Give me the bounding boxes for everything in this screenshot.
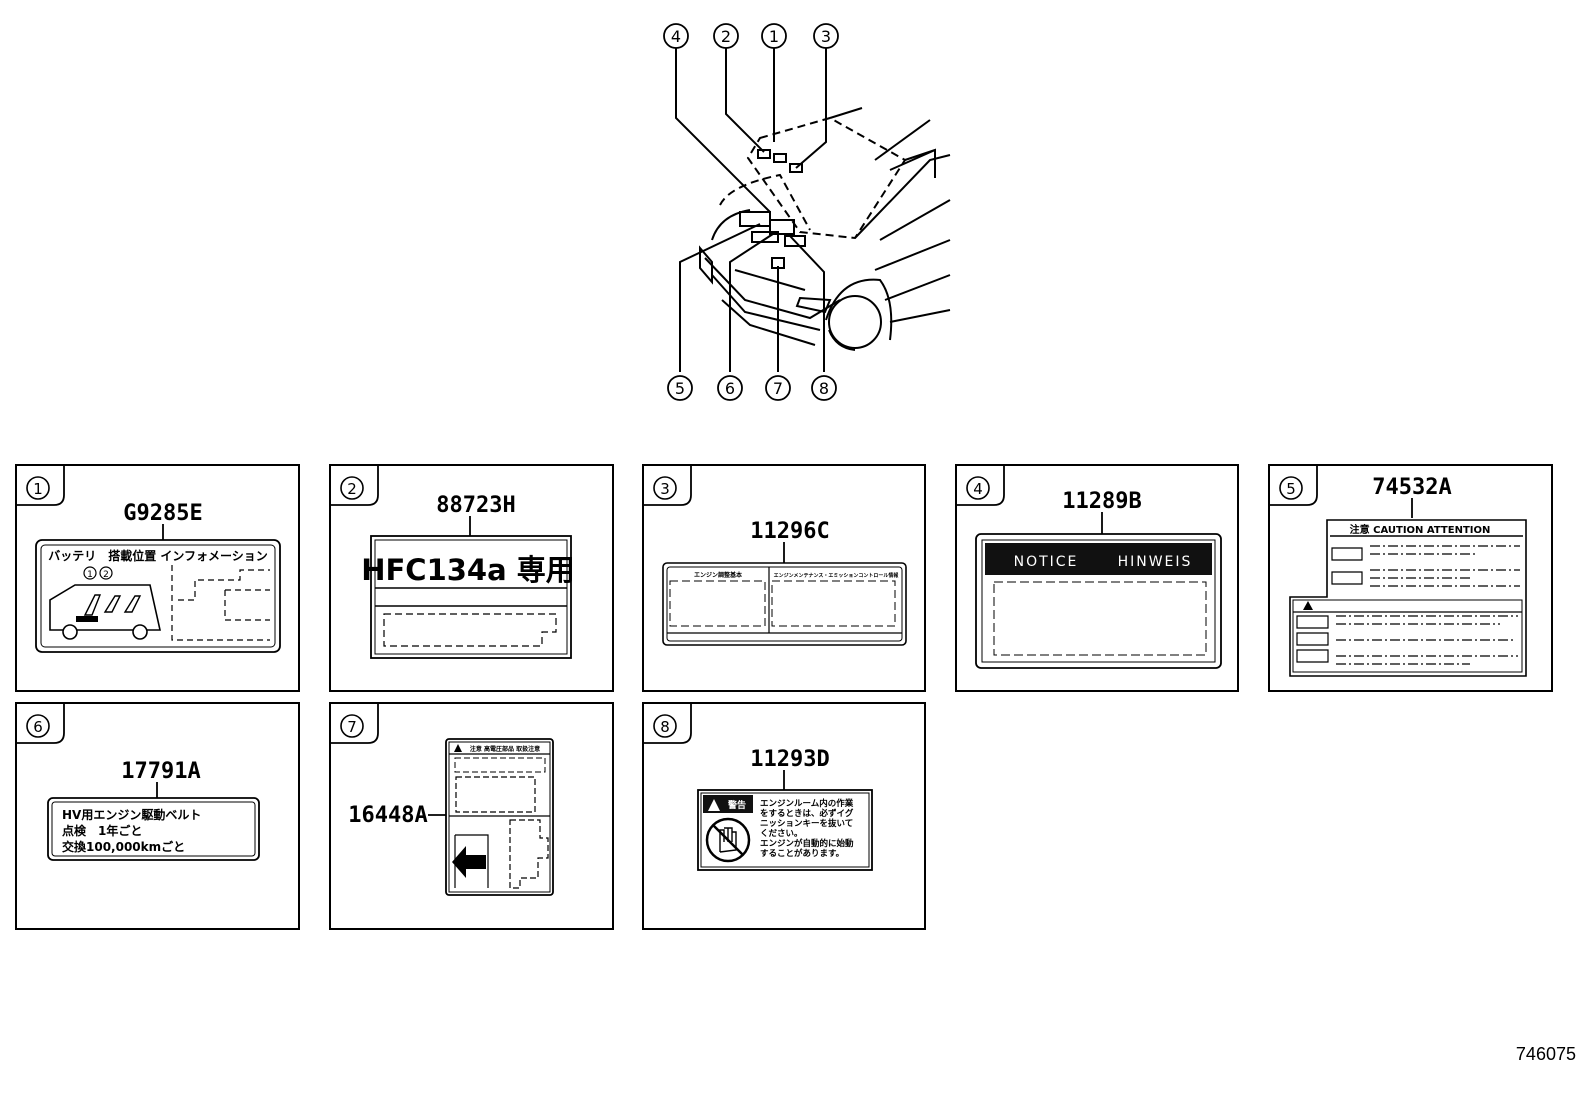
label-panel-4: 4 11289B NOTICE HINWEIS	[955, 464, 1239, 692]
callout-circle-1: 1	[761, 23, 787, 49]
label-panel-5: 5 74532A 注意 CAUTION ATTENTION	[1268, 464, 1553, 692]
part-number: 11289B	[1062, 489, 1141, 514]
callout-circle-6: 6	[717, 375, 743, 401]
callout-circle-3: 3	[813, 23, 839, 49]
svg-text:エンジンルーム内の作業: エンジンルーム内の作業	[760, 798, 854, 809]
svg-text:5: 5	[1286, 480, 1296, 498]
svg-text:NOTICE: NOTICE	[1014, 554, 1079, 570]
svg-text:7: 7	[773, 379, 783, 398]
label-panel-3: 3 11296C エンジン調整基本 エンジンメンテナンス・エミッションコントロー…	[642, 464, 926, 692]
svg-text:1: 1	[87, 570, 93, 580]
svg-text:7: 7	[347, 718, 357, 736]
svg-text:HINWEIS: HINWEIS	[1118, 554, 1193, 570]
label-text: HFC134a 専用	[361, 553, 575, 587]
svg-text:をするときは、必ずイグ: をするときは、必ずイグ	[760, 808, 854, 819]
part-number: 88723H	[436, 493, 515, 518]
callout-circle-7: 7	[765, 375, 791, 401]
panel-number-badge: 3	[653, 476, 677, 500]
svg-text:1: 1	[769, 27, 779, 46]
svg-text:5: 5	[675, 379, 685, 398]
svg-text:HV用エンジン駆動ベルト: HV用エンジン駆動ベルト	[62, 807, 201, 822]
label-panel-2: 2 88723H HFC134a 専用	[329, 464, 614, 692]
part-number: 11293D	[750, 747, 829, 772]
callout-circle-4: 4	[663, 23, 689, 49]
svg-text:エンジンが自動的に始動: エンジンが自動的に始動	[760, 838, 854, 849]
svg-text:8: 8	[819, 379, 829, 398]
panel-number-badge: 2	[340, 476, 364, 500]
svg-text:交換100,000kmごと: 交換100,000kmごと	[62, 839, 185, 854]
callout-circle-5: 5	[667, 375, 693, 401]
svg-text:ニッションキーを抜いて: ニッションキーを抜いて	[760, 818, 853, 829]
svg-text:1: 1	[33, 480, 43, 498]
svg-text:ください。: ください。	[760, 829, 803, 839]
panel-number-badge: 7	[340, 714, 364, 738]
panel-number-badge: 4	[966, 476, 990, 500]
svg-text:8: 8	[660, 718, 670, 736]
panel-number-badge: 5	[1279, 476, 1303, 500]
panel-number-badge: 6	[26, 714, 50, 738]
part-number: G9285E	[123, 501, 202, 526]
label-panel-8: 8 11293D 警告 エンジンルーム内の作業 をするときは、必ずイグ ニッショ…	[642, 702, 926, 930]
part-number: 11296C	[750, 519, 829, 544]
part-number: 17791A	[121, 759, 200, 784]
callout-circle-8: 8	[811, 375, 837, 401]
label-panel-7: 7 16448A 注意 高電圧部品 取扱注意	[329, 702, 614, 930]
svg-text:6: 6	[725, 379, 735, 398]
svg-text:注意 CAUTION ATTENTION: 注意 CAUTION ATTENTION	[1350, 523, 1491, 536]
svg-text:エンジン調整基本: エンジン調整基本	[694, 571, 743, 579]
svg-text:2: 2	[721, 27, 731, 46]
inner-callouts: 1 2	[83, 566, 113, 580]
svg-text:エンジンメンテナンス・エミッションコントロール情報: エンジンメンテナンス・エミッションコントロール情報	[774, 572, 900, 579]
svg-text:3: 3	[660, 480, 670, 498]
svg-text:4: 4	[973, 480, 983, 498]
svg-text:注意 高電圧部品 取扱注意: 注意 高電圧部品 取扱注意	[470, 745, 540, 753]
label-panel-6: 6 17791A HV用エンジン駆動ベルト 点検 1年ごと 交換100,000k…	[15, 702, 300, 930]
no-hands-warning-icon	[705, 817, 751, 863]
svg-text:6: 6	[33, 718, 43, 736]
svg-text:3: 3	[821, 27, 831, 46]
callout-circle-2: 2	[713, 23, 739, 49]
svg-text:することがあります。: することがあります。	[760, 848, 844, 859]
part-number: 16448A	[348, 803, 427, 828]
svg-text:2: 2	[103, 570, 109, 580]
label-text: バッテリ 搭載位置 インフォメーション	[48, 548, 268, 563]
panel-number-badge: 1	[26, 476, 50, 500]
vehicle-engine-bay-sketch	[675, 48, 951, 372]
svg-text:点検 1年ごと: 点検 1年ごと	[62, 823, 142, 838]
diagram-number: 746075	[1515, 1044, 1576, 1064]
svg-text:4: 4	[671, 27, 681, 46]
svg-text:警告: 警告	[728, 799, 746, 811]
label-panel-1: 1 G9285E バッテリ 搭載位置 インフォメーション 1 2	[15, 464, 300, 692]
panel-number-badge: 8	[653, 714, 677, 738]
part-number: 74532A	[1372, 475, 1451, 500]
svg-text:2: 2	[347, 480, 357, 498]
